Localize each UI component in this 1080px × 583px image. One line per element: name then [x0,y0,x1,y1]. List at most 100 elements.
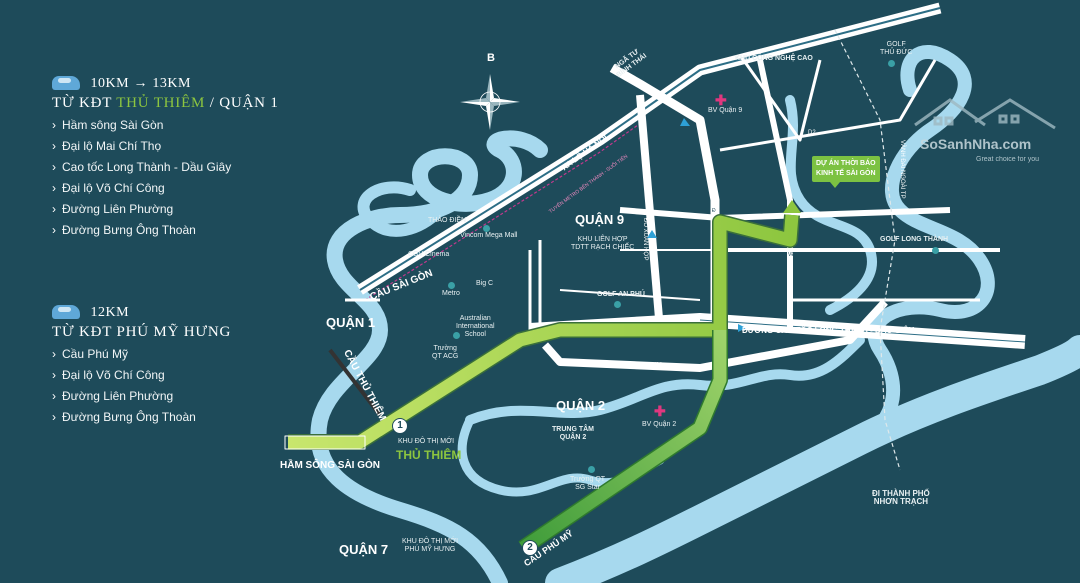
label-nguyen-duy-trinh: NGUYỄN DUY TRINH [592,362,662,369]
list-item: ›Đại lộ Mai Chí Thọ [52,136,279,157]
metro-icon [448,282,455,289]
route-arrow [783,200,801,213]
district-q7: QUẬN 7 [339,542,389,557]
project-callout: DỰ ÁN THỜI BÁO KINH TẾ SÀI GÒN [812,156,880,188]
label-vlan: VĐ [788,252,795,258]
school-icon [588,466,595,473]
label-bv-q9: BV Quận 9 [708,107,743,114]
label-big-c: Big C [476,280,494,287]
label-d-small: Đ [712,208,716,214]
route-panel-thu-thiem: 10KM → 13KM TỪ KĐT THỦ THIÊM / QUẬN 1 ›H… [52,74,279,241]
route-badge-2: 2 [522,540,538,556]
river-north [785,95,877,315]
label-aus-school: Australian International School [456,315,495,338]
label-vanh-dai: VÀNH ĐAI NGOÀI TP [899,140,905,199]
label-khu-cong-nghe: KHU CÔNG NGHỆ CAO [735,55,813,62]
label-golf-thu-duc: GOLF THỦ ĐỨC [880,41,913,56]
road-arrows [647,118,746,332]
river-thao-dien [357,181,446,237]
hospital-icon: ✚ [654,403,666,419]
chevron-right-icon: › [52,118,56,132]
routes [284,200,801,555]
watermark-house-icon [914,98,1056,130]
metro-line [364,119,646,301]
chevron-right-icon: › [52,181,56,195]
river-east [853,45,995,447]
golf-icon [888,60,895,67]
label-bv-q2: BV Quận 2 [642,421,677,428]
list-item: ›Hầm sông Sài Gòn [52,115,279,136]
distance: 12KM [90,305,130,320]
river-south [545,335,1080,583]
label-golf-long-thanh: GOLF LONG THÀNH [880,236,949,243]
label-metro: Metro [442,290,460,297]
chevron-right-icon: › [52,160,56,174]
district-q1: QUẬN 1 [326,315,376,330]
panel-prefix: TỪ KĐT [52,324,117,340]
bridge-thu-thiem [328,348,382,417]
golf-icon [614,301,621,308]
list-item: ›Đường Liên Phường [52,199,279,220]
list-item: ›Cao tốc Long Thành - Dầu Giây [52,157,279,178]
label-cao-toc: ĐƯỜNG CAO TỐC LONG THÀNH - DẦU GIÂY [742,326,915,335]
river-rach-chiec [465,335,865,425]
distance-to: 13KM [152,76,191,91]
label-cgv: CGV Cinema [408,251,450,258]
label-nhon-trach: ĐI THÀNH PHỐ NHƠN TRẠCH [872,489,930,506]
car-icon [52,75,80,90]
list-item: ›Đại lộ Võ Chí Công [52,178,279,199]
compass-north-label: B [487,52,495,64]
car-icon [52,304,80,319]
list-item: ›Cầu Phú Mỹ [52,344,231,365]
label-sg-star: Trường QT SG Star [570,476,606,491]
label-kdt-thu-thiem: THỦ THIÊM [396,448,462,462]
chevron-right-icon: › [52,223,56,237]
list-item: ›Đường Liên Phường [52,386,231,407]
label-golf-an-phu: GOLF AN PHÚ [597,291,645,298]
rivers [310,45,1080,583]
panel-place: PHÚ MỸ HƯNG [116,324,232,340]
label-kdt-thu-thiem-top: KHU ĐÔ THỊ MỚI [398,438,455,445]
chevron-right-icon: › [52,347,56,361]
label-thao-dien: THẢO ĐIỀN [428,217,467,224]
road-nga-tu [609,64,720,320]
route-badge-1: 1 [392,418,408,434]
chevron-right-icon: › [52,139,56,153]
golf-icon [932,247,939,254]
mall-icon [483,225,490,232]
school-icon [453,332,460,339]
label-khu-lien-hop: KHU LIÊN HỢP TDTT RẠCH CHIẾC [571,236,635,251]
label-trung-tam-q2: TRUNG TÂM QUẬN 2 [552,426,594,441]
road-vanh-dai [834,29,901,471]
label-ham-song: HẦM SÔNG SÀI GÒN [280,460,381,471]
label-kdt-phu-my-hung: KHU ĐÔ THỊ MỚI PHÚ MỸ HƯNG [402,538,459,553]
chevron-right-icon: › [52,202,56,216]
list-item: ›Đại lộ Võ Chí Công [52,365,231,386]
label-vincom: Vincom Mega Mall [460,232,518,239]
hospital-icon: ✚ [715,92,727,108]
chevron-right-icon: › [52,410,56,424]
distance-from: 10KM [90,76,130,91]
label-do-xuan-hop: ĐỖ XUÂN HỢP [642,218,648,261]
compass-rose [460,74,520,130]
route-list: ›Cầu Phú Mỹ ›Đại lộ Võ Chí Công ›Đường L… [52,344,231,428]
list-item: ›Đường Bưng Ông Thoàn [52,220,279,241]
panel-suffix: / QUẬN 1 [205,95,279,111]
chevron-right-icon: › [52,368,56,382]
road-nguyen-duy-trinh [542,299,888,372]
route-panel-phu-my-hung: 12KM TỪ KĐT PHÚ MỸ HƯNG ›Cầu Phú Mỹ ›Đại… [52,303,231,428]
district-q9: QUẬN 9 [575,212,625,227]
label-d2: D2 [808,130,816,136]
panel-place: THỦ THIÊM [116,95,206,111]
list-item: ›Đường Bưng Ông Thoàn [52,407,231,428]
chevron-right-icon: › [52,389,56,403]
label-acg: Trường QT ACG [432,345,459,360]
panel-prefix: TỪ KĐT [52,95,117,111]
watermark-brand: SoSanhNha.com [920,136,1032,152]
route-list: ›Hầm sông Sài Gòn ›Đại lộ Mai Chí Thọ ›C… [52,115,279,241]
arrow-right-icon: → [133,76,148,91]
district-q2: QUẬN 2 [556,398,606,413]
watermark-tagline: Great choice for you [976,156,1040,163]
